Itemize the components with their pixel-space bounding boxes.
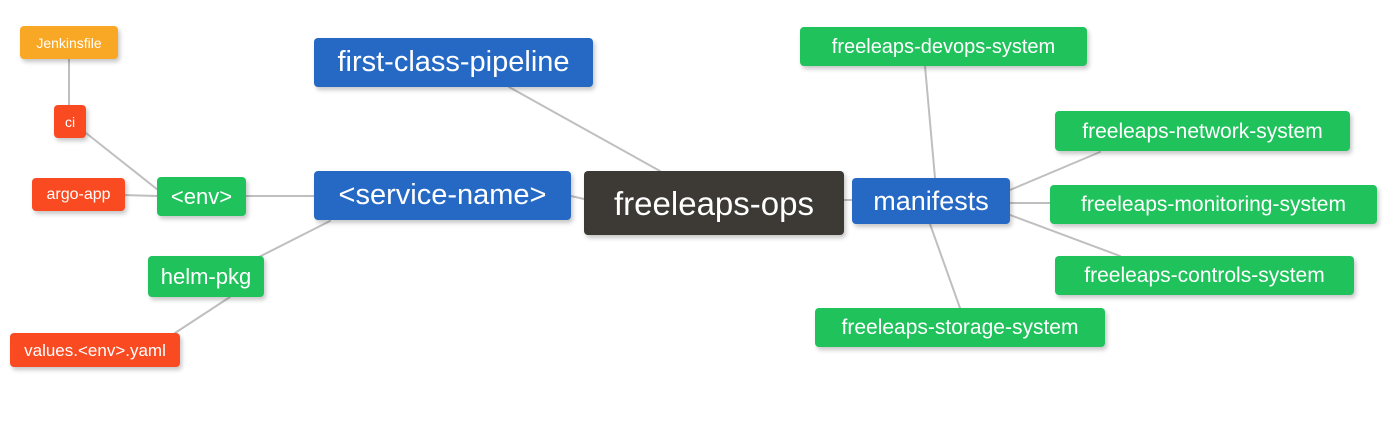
mindmap-node-freeleaps-monitoring-system[interactable]: freeleaps-monitoring-system — [1050, 185, 1377, 224]
edge-argo-app-to-env — [123, 194, 158, 197]
edge-service-name-to-freeleaps-ops — [570, 195, 585, 200]
mindmap-node-freeleaps-network-system[interactable]: freeleaps-network-system — [1055, 111, 1350, 151]
mindmap-node-env[interactable]: <env> — [157, 177, 246, 216]
mindmap-node-label: helm-pkg — [160, 263, 252, 289]
mindmap-node-freeleaps-devops-system[interactable]: freeleaps-devops-system — [800, 27, 1087, 66]
mindmap-node-label: first-class-pipeline — [337, 46, 570, 78]
mindmap-node-label: freeleaps-storage-system — [841, 316, 1079, 339]
mindmap-node-label: ci — [64, 113, 76, 130]
edge-helm-pkg-to-service-name — [254, 220, 331, 260]
mindmap-node-values-yaml[interactable]: values.<env>.yaml — [10, 333, 180, 367]
edge-manifests-to-freeleaps-storage-system — [929, 223, 961, 309]
edge-first-class-pipeline-to-freeleaps-ops — [508, 86, 661, 172]
mindmap-node-label: freeleaps-controls-system — [1084, 264, 1325, 287]
mindmap-node-label: freeleaps-ops — [614, 184, 814, 222]
mindmap-node-argo-app[interactable]: argo-app — [32, 178, 125, 211]
mindmap-node-manifests[interactable]: manifests — [852, 178, 1010, 224]
mindmap-node-service-name[interactable]: <service-name> — [314, 171, 571, 220]
mindmap-node-jenkinsfile[interactable]: Jenkinsfile — [20, 26, 118, 59]
mindmap-node-label: freeleaps-devops-system — [831, 35, 1056, 58]
mindmap-node-label: argo-app — [46, 185, 111, 203]
mindmap-node-freeleaps-ops[interactable]: freeleaps-ops — [584, 171, 844, 235]
edge-manifests-to-freeleaps-devops-system — [924, 65, 936, 179]
mindmap-node-label: <env> — [170, 183, 233, 209]
mindmap-node-ci[interactable]: ci — [54, 105, 86, 138]
mindmap-node-first-class-pipeline[interactable]: first-class-pipeline — [314, 38, 593, 87]
edge-values-yaml-to-helm-pkg — [174, 296, 231, 334]
mindmap-node-label: values.<env>.yaml — [24, 340, 166, 360]
mindmap-node-label: <service-name> — [338, 179, 547, 211]
mindmap-node-freeleaps-controls-system[interactable]: freeleaps-controls-system — [1055, 256, 1354, 295]
mindmap-node-freeleaps-storage-system[interactable]: freeleaps-storage-system — [815, 308, 1105, 347]
mindmap-node-label: manifests — [873, 185, 989, 216]
mindmap-node-label: freeleaps-network-system — [1082, 119, 1323, 143]
mindmap-node-label: Jenkinsfile — [36, 34, 102, 51]
mindmap-node-label: freeleaps-monitoring-system — [1081, 193, 1346, 216]
mindmap-node-helm-pkg[interactable]: helm-pkg — [148, 256, 264, 297]
